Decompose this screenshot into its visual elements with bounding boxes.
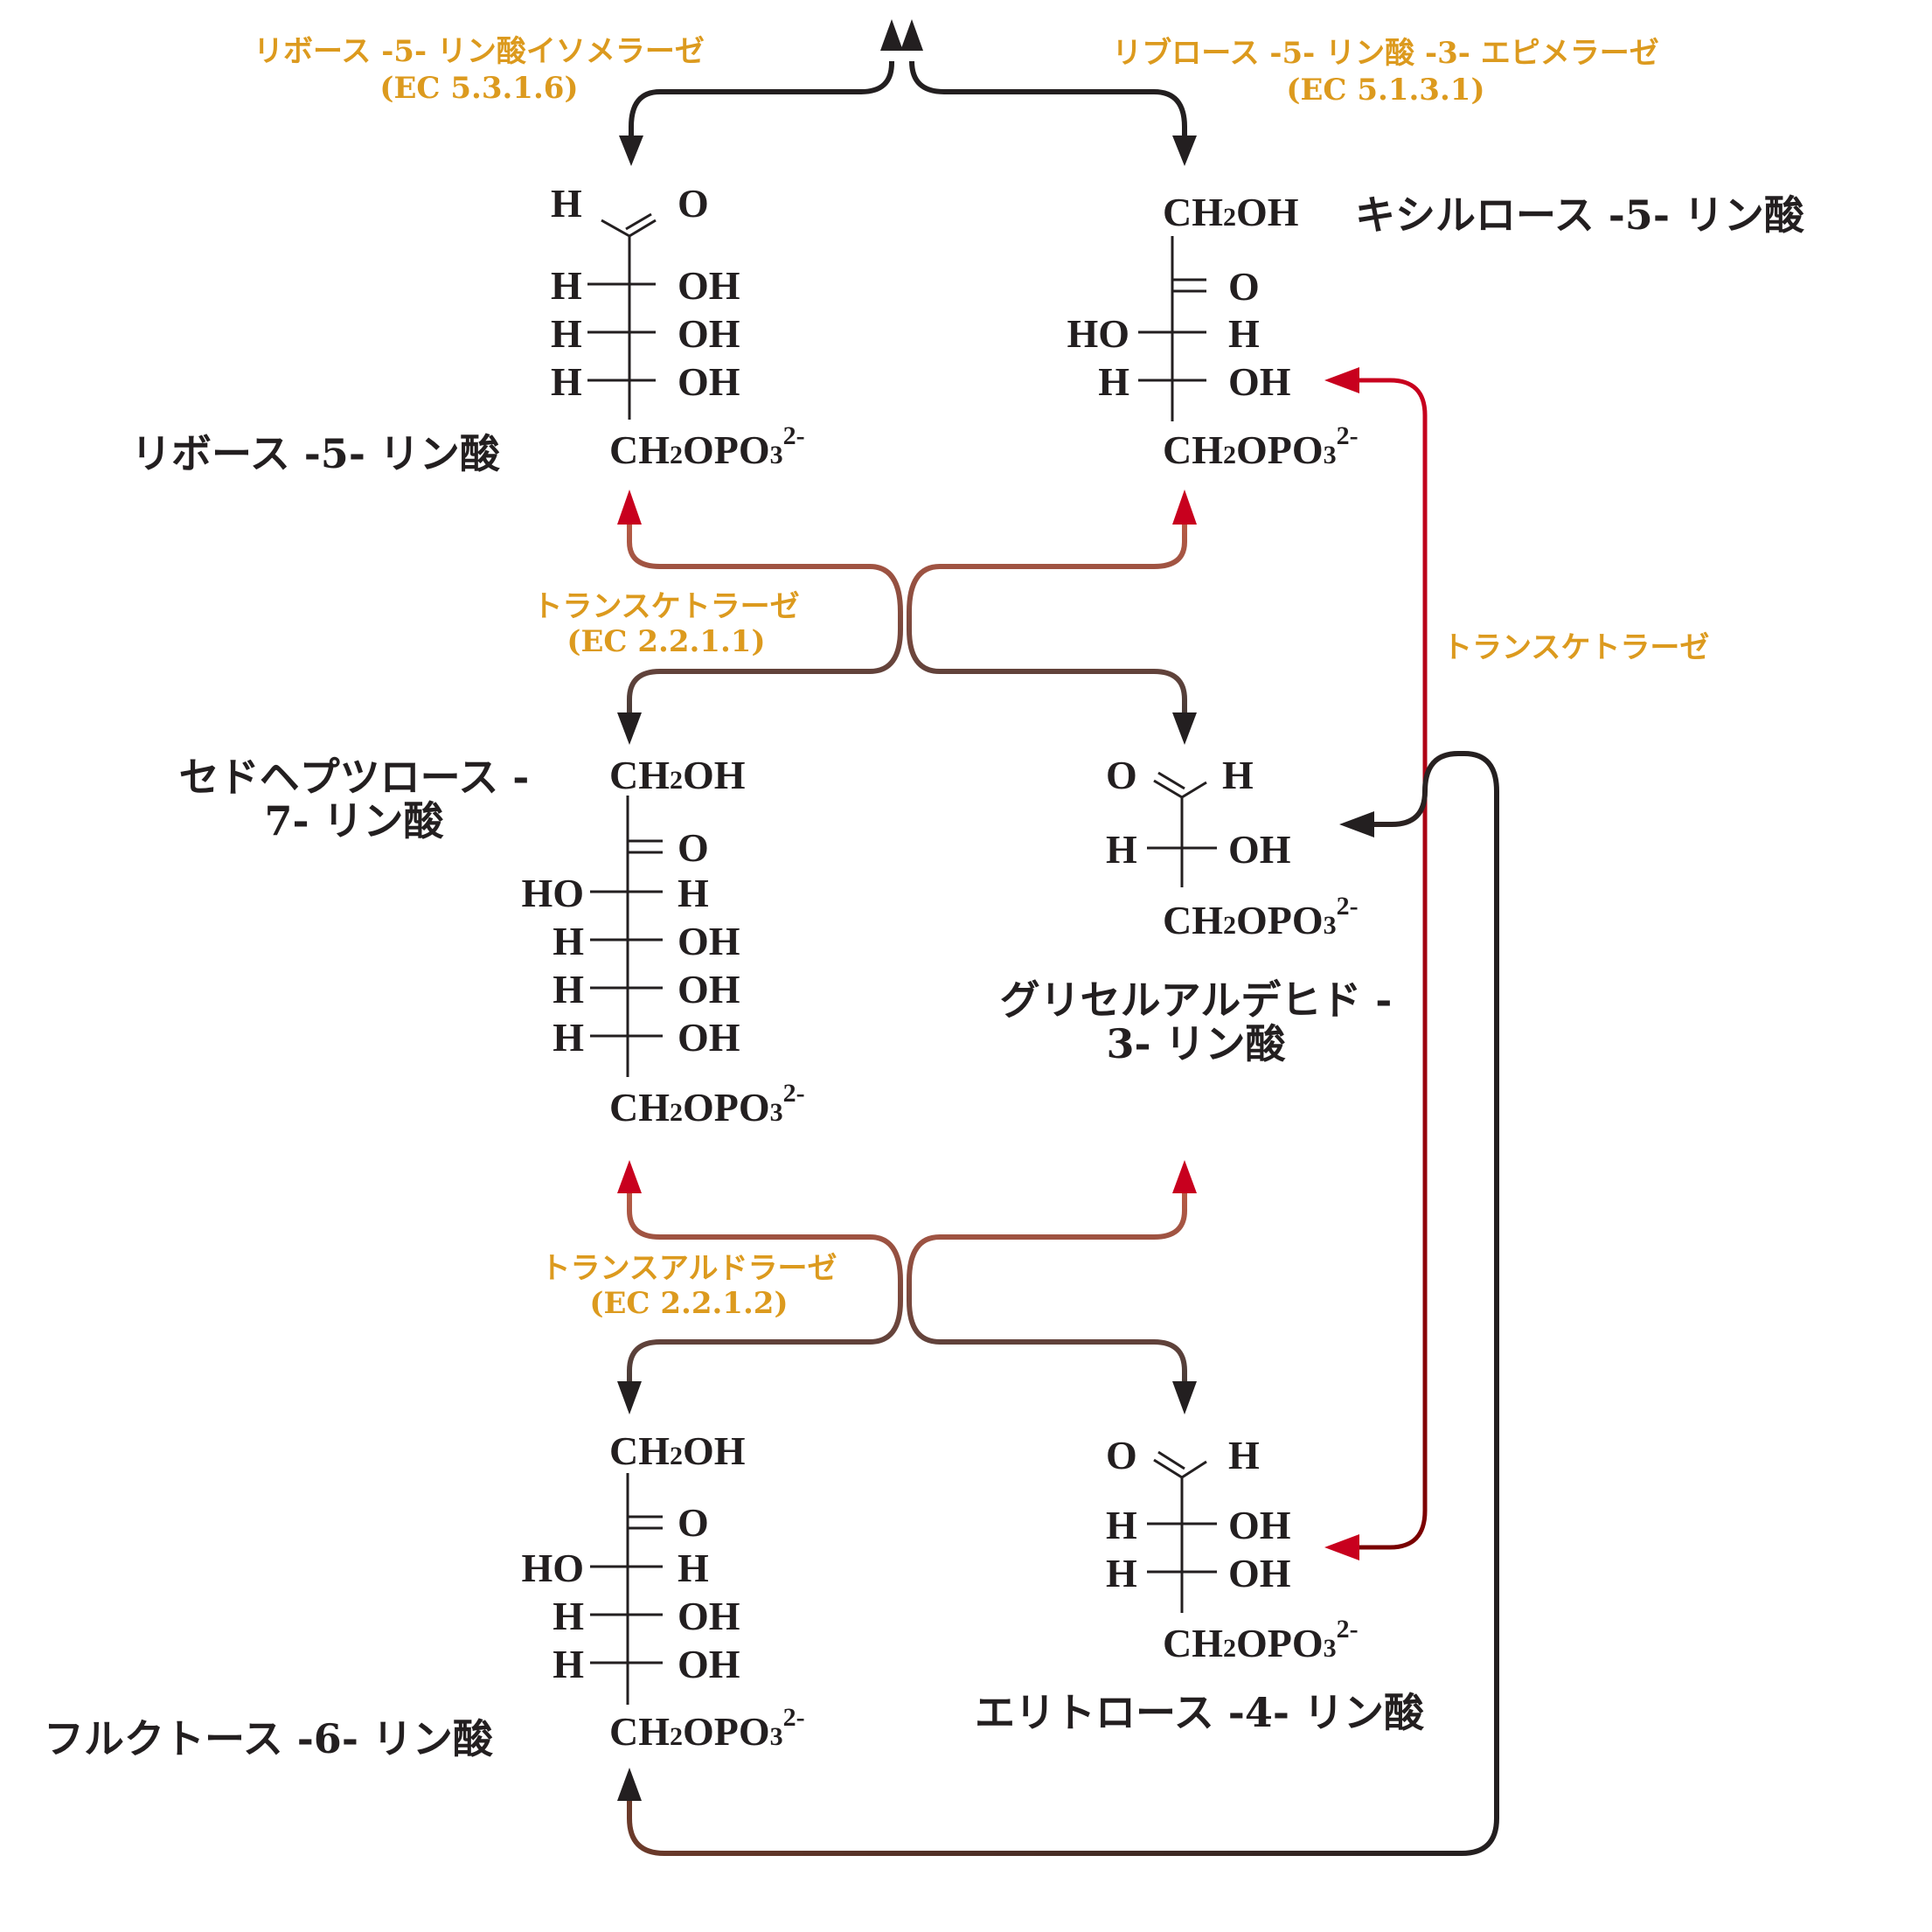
atom-label: OH (678, 1015, 740, 1060)
atom-label: H (1106, 827, 1137, 872)
atom-label: OH (678, 263, 740, 308)
atom-label: HO (1067, 311, 1129, 356)
arrow-head-down-icon (619, 136, 643, 166)
atom-label: OH (678, 919, 740, 963)
atom-label: OH (678, 967, 740, 1011)
atom-label: O (678, 181, 709, 226)
enzyme-name: リブロース -5- リン酸 -3- エピメラーゼ (1112, 36, 1658, 71)
arrow-head-up-icon (617, 1160, 642, 1193)
formula-ch2opo3: CH2OPO32- (1163, 1615, 1359, 1665)
enzyme-ec-number: (EC 5.1.3.1) (1286, 73, 1484, 108)
atom-label: O (678, 825, 709, 870)
molecule-name: 3- リン酸 (1106, 1020, 1286, 1067)
molecule-fructose-6-phosphate: CH2OH O HO H H OH H OH CH2OPO32- フルクトース … (44, 1428, 805, 1762)
atom-label: HO (521, 871, 584, 915)
formula-ch2opo3: CH2OPO32- (1163, 421, 1359, 472)
atom-label: OH (678, 359, 740, 404)
isomerase-arrow (619, 19, 903, 166)
arrow-head-down-icon (1172, 136, 1197, 166)
atom-label: O (678, 1500, 709, 1545)
formula-ch2oh: CH2OH (609, 753, 746, 797)
arrow-head-left-icon (1324, 367, 1359, 393)
atom-label: H (1106, 1551, 1137, 1595)
molecule-xylulose-5-phosphate: CH2OH O HO H H OH CH2OPO32- キシルロース -5- リ… (1067, 190, 1804, 472)
arrow-head-left-icon (1339, 811, 1374, 837)
atom-label: OH (1228, 1503, 1291, 1547)
arrow-head-left-icon (1324, 1534, 1359, 1560)
molecule-name: セドヘプツロース - (179, 754, 530, 801)
arrow-head-down-icon (617, 712, 642, 745)
enzyme-label-ribulose-5-phosphate-epimerase: リブロース -5- リン酸 -3- エピメラーゼ (EC 5.1.3.1) (1112, 36, 1658, 108)
atom-label: H (1228, 1433, 1260, 1477)
enzyme-ec-number: (EC 5.3.1.6) (379, 71, 578, 106)
atom-label: H (678, 871, 709, 915)
enzyme-name: トランスアルドラーゼ (541, 1251, 837, 1286)
atom-label: H (1222, 753, 1254, 797)
arrow-head-up-icon (617, 1768, 642, 1801)
enzyme-label-ribose-5-phosphate-isomerase: リボース -5- リン酸イソメラーゼ (EC 5.3.1.6) (254, 34, 705, 106)
formula-ch2opo3: CH2OPO32- (1163, 892, 1359, 942)
enzyme-ec-number: (EC 2.2.1.1) (566, 624, 765, 659)
arrow-head-down-icon (1172, 1381, 1197, 1414)
atom-label: H (678, 1546, 709, 1590)
atom-label: O (1228, 264, 1260, 309)
atom-label: OH (1228, 827, 1291, 872)
molecule-ribose-5-phosphate: H O H OH H OH H OH CH2OPO32- リボース -5- リン… (131, 181, 805, 477)
molecule-erythrose-4-phosphate: O H H OH H OH CH2OPO32- エリトロース -4- リン酸 (975, 1433, 1425, 1736)
atom-label: H (552, 1594, 584, 1638)
enzyme-name: トランスケトラーゼ (532, 589, 799, 624)
atom-label: O (1106, 753, 1137, 797)
molecule-name: フルクトース -6- リン酸 (44, 1715, 494, 1762)
arrow-head-up-icon (880, 19, 903, 51)
atom-label: OH (1228, 1551, 1291, 1595)
molecule-name: リボース -5- リン酸 (131, 430, 501, 477)
atom-label: H (552, 1015, 584, 1060)
formula-ch2opo3: CH2OPO32- (609, 1703, 805, 1754)
molecule-name: グリセルアルデヒド - (1000, 976, 1393, 1024)
atom-label: OH (678, 311, 740, 356)
arrow-head-up-icon (617, 490, 642, 525)
atom-label: H (552, 967, 584, 1011)
atom-label: H (551, 359, 582, 404)
formula-ch2opo3: CH2OPO32- (609, 421, 805, 472)
molecule-name: エリトロース -4- リン酸 (975, 1689, 1425, 1736)
atom-label: OH (678, 1642, 740, 1686)
enzyme-ec-number: (EC 2.2.1.2) (589, 1286, 788, 1321)
atom-label: H (551, 263, 582, 308)
formula-ch2oh: CH2OH (609, 1428, 746, 1473)
arrow-head-up-icon (1172, 490, 1197, 525)
atom-label: H (551, 181, 582, 226)
arrow-head-up-icon (900, 19, 923, 51)
molecule-glyceraldehyde-3-phosphate: O H H OH CH2OPO32- グリセルアルデヒド - 3- リン酸 (1000, 753, 1393, 1067)
atom-label: H (552, 1642, 584, 1686)
molecule-name: 7- リン酸 (264, 797, 444, 844)
atom-label: OH (1228, 359, 1291, 404)
recycle-loop-arrow (617, 751, 1499, 1856)
arrow-head-down-icon (617, 1381, 642, 1414)
enzyme-name: トランスケトラーゼ (1442, 630, 1709, 665)
molecule-name: キシルロース -5- リン酸 (1355, 191, 1805, 239)
atom-label: H (1098, 359, 1129, 404)
atom-label: OH (678, 1594, 740, 1638)
atom-label: HO (521, 1546, 584, 1590)
transketolase-2-arrows: トランスケトラーゼ (1324, 367, 1709, 1560)
atom-label: O (1106, 1433, 1137, 1477)
atom-label: H (1106, 1503, 1137, 1547)
formula-ch2oh: CH2OH (1163, 190, 1299, 234)
arrow-head-up-icon (1172, 1160, 1197, 1193)
atom-label: H (551, 311, 582, 356)
formula-ch2opo3: CH2OPO32- (609, 1079, 805, 1129)
molecule-sedoheptulose-7-phosphate: CH2OH O HO H H OH H OH H OH CH2OPO32- セド… (179, 753, 805, 1129)
atom-label: H (552, 919, 584, 963)
arrow-head-down-icon (1172, 712, 1197, 745)
atom-label: H (1228, 311, 1260, 356)
epimerase-arrow (900, 19, 1197, 166)
enzyme-name: リボース -5- リン酸イソメラーゼ (254, 34, 705, 69)
transaldolase-arrows: トランスアルドラーゼ (EC 2.2.1.2) (541, 1160, 1197, 1414)
transketolase-arrows: トランスケトラーゼ (EC 2.2.1.1) (532, 490, 1197, 745)
